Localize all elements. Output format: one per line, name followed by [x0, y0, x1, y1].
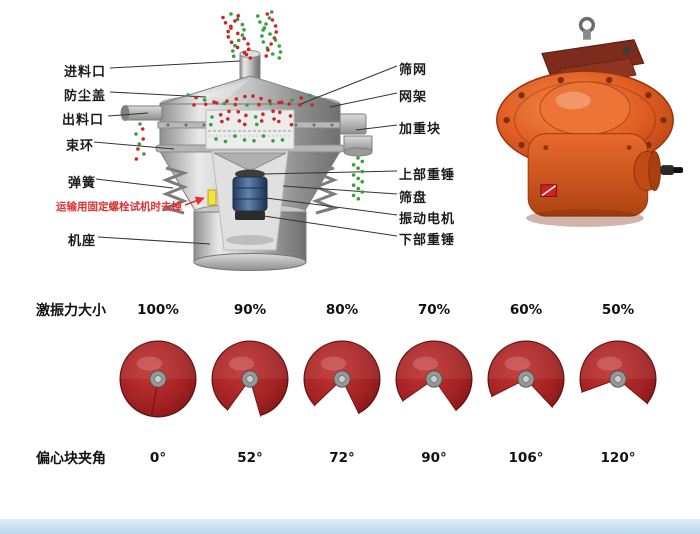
label-base: 机座: [68, 234, 97, 249]
label-dust-cover: 防尘盖: [64, 89, 107, 104]
spring-left-shape: [161, 166, 189, 215]
internal-motor-shape: [232, 176, 268, 212]
eccentric-block-image: [303, 340, 381, 419]
force-value: 90%: [233, 302, 267, 318]
dust-cover-shape: [159, 75, 341, 105]
terminal-box-shape: [633, 150, 683, 192]
particle-dots: [134, 10, 365, 201]
transport-bolt-shape: [207, 189, 217, 206]
eye-bolt-shape: [578, 16, 596, 40]
label-weight-block: 加重块: [399, 122, 442, 137]
label-screen-mesh: 筛网: [399, 63, 428, 78]
vibration-motor-photo: [496, 16, 683, 227]
transport-bolt-warning: 运输用固定螺栓试机时去掉: [56, 201, 182, 213]
angle-value: 106°: [508, 450, 544, 466]
eccentric-block-image: [579, 340, 657, 419]
angle-value: 0°: [149, 450, 167, 466]
label-vibration-motor: 振动电机: [399, 212, 456, 227]
label-feed-inlet: 进料口: [64, 65, 107, 80]
eccentric-block-image: [211, 340, 289, 419]
discharge-spout-shape: [120, 105, 163, 121]
label-outlet: 出料口: [62, 113, 105, 128]
leader-lines: [93, 60, 398, 245]
force-value: 70%: [417, 302, 451, 318]
eccentric-block-image: [395, 340, 473, 419]
force-value: 80%: [325, 302, 359, 318]
angle-value: 120°: [600, 450, 636, 466]
excitation-force-row: 激振力大小 100% 90% 80% 70% 60% 50%: [0, 300, 700, 320]
footer-bar: [0, 519, 700, 534]
motor-body-shape: [526, 133, 649, 227]
excitation-force-label: 激振力大小: [36, 303, 106, 319]
machine-diagram: 进料口 防尘盖 出料口 束环 弹簧 运输用固定螺栓试机时去掉 机座 筛网 网架 …: [0, 0, 480, 292]
force-value: 60%: [509, 302, 543, 318]
label-clamp-ring: 束环: [66, 139, 95, 154]
eccentric-block-row: [0, 336, 700, 422]
feed-inlet-shape: [239, 50, 261, 79]
label-upper-hammer: 上部重锤: [399, 168, 456, 183]
force-value: 100%: [137, 302, 179, 318]
eccentric-angle-label: 偏心块夹角: [36, 451, 106, 467]
eccentric-angle-row: 偏心块夹角 0° 52° 72° 90° 106° 120°: [0, 448, 700, 468]
label-lower-hammer: 下部重锤: [399, 233, 456, 248]
eccentric-block-image: [119, 340, 197, 418]
machine-illustration: [93, 10, 398, 271]
force-value: 50%: [601, 302, 635, 318]
angle-value: 90°: [421, 450, 447, 466]
angle-value: 72°: [329, 450, 355, 466]
eccentric-block-image: [487, 340, 565, 419]
label-spring: 弹簧: [68, 176, 97, 191]
label-sieve-pan: 筛盘: [399, 191, 428, 206]
angle-value: 52°: [237, 450, 263, 466]
label-mesh-frame: 网架: [399, 90, 428, 105]
weight-block-shape: [339, 113, 373, 157]
